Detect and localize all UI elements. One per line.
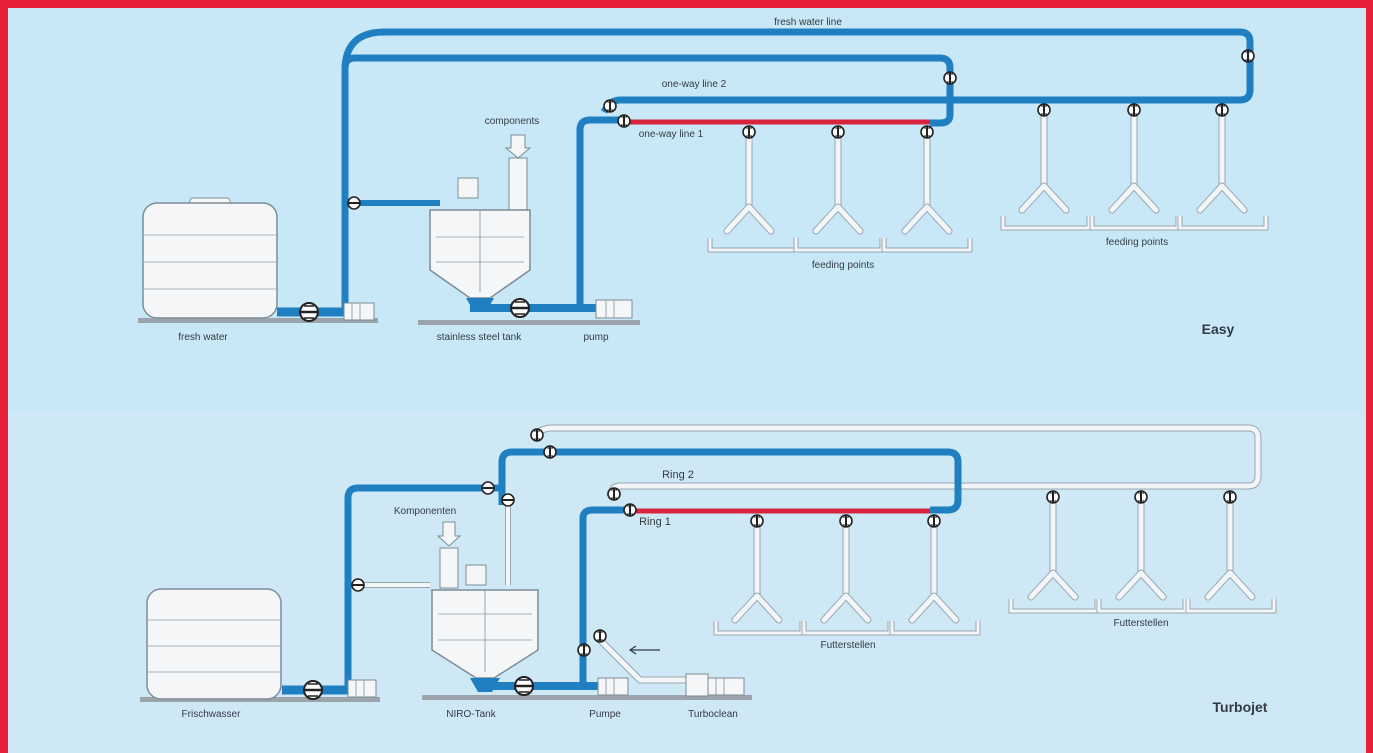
- valve-icon: [302, 679, 324, 701]
- turboclean-unit: [685, 673, 745, 697]
- stainless-steel-tank: [429, 157, 531, 312]
- valve-icon: [927, 514, 941, 528]
- arrow-down-icon: [504, 134, 532, 159]
- valve-icon: [750, 514, 764, 528]
- components-label-de: Komponenten: [394, 506, 456, 517]
- pump-label: pump: [583, 332, 608, 343]
- valve-icon: [617, 114, 631, 128]
- fresh-water-tank: [142, 197, 278, 319]
- fresh-water-label: fresh water: [178, 332, 228, 343]
- frischwasser-label: Frischwasser: [182, 709, 242, 720]
- valve-icon: [920, 125, 934, 139]
- valve-icon: [831, 125, 845, 139]
- valve-icon: [509, 297, 531, 319]
- valve-icon: [603, 99, 617, 113]
- arrow-down-icon: [436, 521, 462, 547]
- valve-icon: [530, 428, 544, 442]
- variant-easy-label: Easy: [1202, 321, 1235, 337]
- valve-icon: [839, 514, 853, 528]
- valve-icon: [543, 445, 557, 459]
- valve-icon: [1215, 103, 1229, 117]
- niro-tank-label: NIRO-Tank: [446, 709, 496, 720]
- valve-icon: [1241, 49, 1255, 63]
- valve-icon: [513, 675, 535, 697]
- one-way-line-2-label: one-way line 2: [662, 79, 727, 90]
- valve-icon: [1037, 103, 1051, 117]
- variant-turbojet-label: Turbojet: [1213, 699, 1268, 715]
- fresh-water-line-label: fresh water line: [774, 17, 842, 28]
- feeding-points-left-label: feeding points: [812, 260, 874, 271]
- valve-icon: [501, 493, 515, 507]
- ring-1-label: Ring 1: [639, 516, 671, 528]
- valve-icon: [943, 71, 957, 85]
- turboclean-label: Turboclean: [688, 709, 738, 720]
- valve-icon: [298, 301, 320, 323]
- valve-icon: [1046, 490, 1060, 504]
- one-way-line-1-label: one-way line 1: [639, 129, 704, 140]
- niro-tank: [431, 547, 539, 692]
- ring-2-label: Ring 2: [662, 469, 694, 481]
- valve-icon: [623, 503, 637, 517]
- feeding-points-right-label: feeding points: [1106, 237, 1168, 248]
- valve-icon: [577, 643, 591, 657]
- valve-icon: [1223, 490, 1237, 504]
- stainless-steel-tank-label: stainless steel tank: [437, 332, 522, 343]
- futterstellen-left-label: Futterstellen: [820, 640, 875, 651]
- valve-icon: [742, 125, 756, 139]
- valve-icon: [481, 481, 495, 495]
- futterstellen-right-label: Futterstellen: [1113, 618, 1168, 629]
- arrow-left-icon: [628, 645, 660, 655]
- valve-icon: [351, 578, 365, 592]
- valve-icon: [1127, 103, 1141, 117]
- valve-icon: [1134, 490, 1148, 504]
- valve-icon: [347, 196, 361, 210]
- valve-icon: [607, 487, 621, 501]
- pumpe-label: Pumpe: [589, 709, 621, 720]
- valve-icon: [593, 629, 607, 643]
- frischwasser-tank: [146, 588, 282, 700]
- components-label: components: [485, 116, 539, 127]
